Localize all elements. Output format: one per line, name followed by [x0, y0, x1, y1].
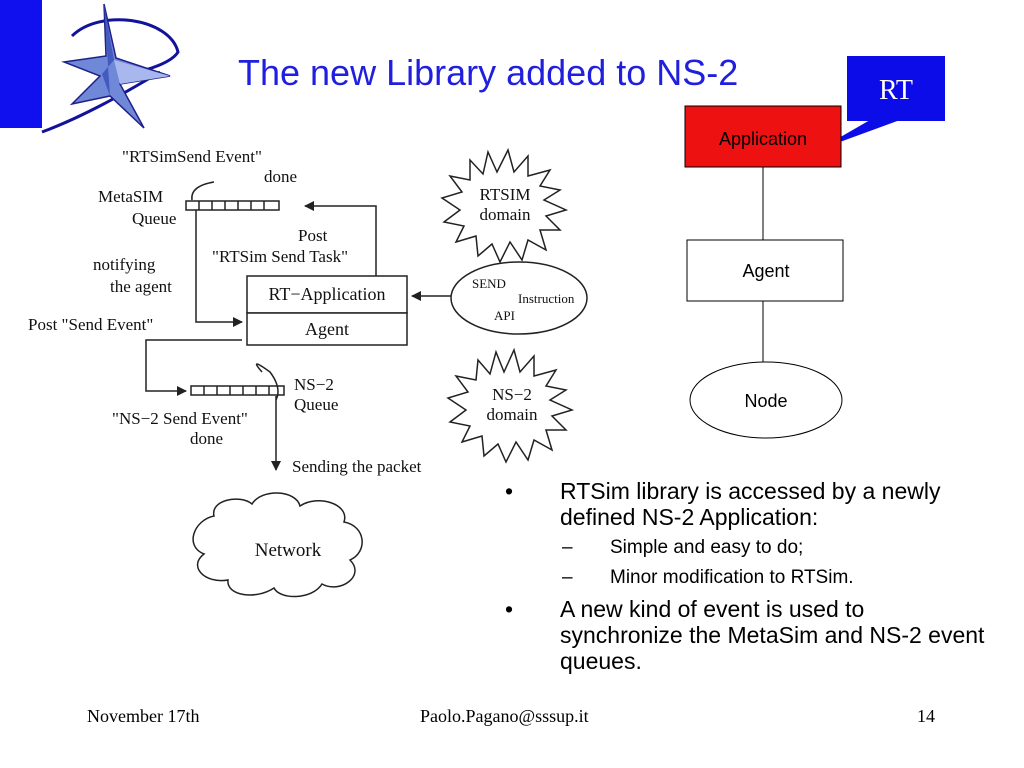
sending-packet-label: Sending the packet [292, 457, 422, 476]
slide-title: The new Library added to NS-2 [238, 52, 739, 93]
bullet-dot: • [505, 596, 514, 622]
sub-bullet-item: – Minor modification to RTSim. [505, 566, 985, 590]
flow-agent-label: Agent [305, 319, 349, 339]
ns2-queue-label: Queue [294, 395, 338, 414]
logo-star-icon [41, 3, 180, 134]
bullet-text: RTSim library is accessed by a newly def… [560, 478, 941, 530]
send-event-label: "RTSimSend Event" [122, 147, 262, 166]
post-send-event-label: Post "Send Event" [28, 315, 153, 334]
rtsim-domain-label: domain [480, 205, 531, 224]
metasim-label: MetaSIM [98, 187, 163, 206]
network-label: Network [255, 540, 322, 561]
post-label: Post [298, 226, 328, 245]
application-label: Application [719, 129, 807, 149]
sub-bullet-item: – Simple and easy to do; [505, 536, 985, 560]
bullet-text: A new kind of event is used to synchroni… [560, 596, 985, 674]
bullet-item: • A new kind of event is used to synchro… [505, 596, 985, 674]
rt-application-label: RT−Application [268, 284, 385, 304]
node-ellipse [689, 361, 843, 439]
callout-label: RT [879, 75, 913, 106]
bullet-item: • RTSim library is accessed by a newly d… [505, 478, 985, 530]
notifying-agent-label: the agent [110, 277, 172, 296]
footer-date: November 17th [87, 706, 200, 726]
send-event-done-label: done [264, 167, 297, 186]
instruction-label: Instruction [518, 291, 575, 306]
application-box [684, 105, 842, 168]
post-task-label: "RTSim Send Task" [212, 247, 348, 266]
sub-bullet-text: Simple and easy to do; [610, 537, 804, 558]
send-label: SEND [472, 276, 506, 291]
sub-bullet-text: Minor modification to RTSim. [610, 567, 854, 588]
sidebar-bar [0, 0, 42, 128]
metasim-queue-label: Queue [132, 209, 176, 228]
footer-page-number: 14 [917, 706, 935, 726]
ns2-domain-label: domain [487, 405, 538, 424]
footer-email: Paolo.Pagano@sssup.it [420, 706, 589, 726]
rtsim-label: RTSIM [480, 185, 531, 204]
ns2-send-event-label: "NS−2 Send Event" [112, 409, 248, 428]
sub-bullet-dash: – [562, 537, 573, 558]
sub-bullet-dash: – [562, 567, 573, 588]
bullet-dot: • [505, 478, 514, 504]
bullet-list: • RTSim library is accessed by a newly d… [505, 478, 985, 680]
ns2-label: NS−2 [294, 375, 334, 394]
agent-box [686, 239, 844, 302]
ns2-domain-name-label: NS−2 [492, 385, 532, 404]
api-label: API [494, 308, 515, 323]
notifying-label: notifying [93, 255, 156, 274]
node-label: Node [744, 391, 787, 411]
ns2-send-event-done-label: done [190, 429, 223, 448]
agent-label: Agent [742, 261, 789, 281]
